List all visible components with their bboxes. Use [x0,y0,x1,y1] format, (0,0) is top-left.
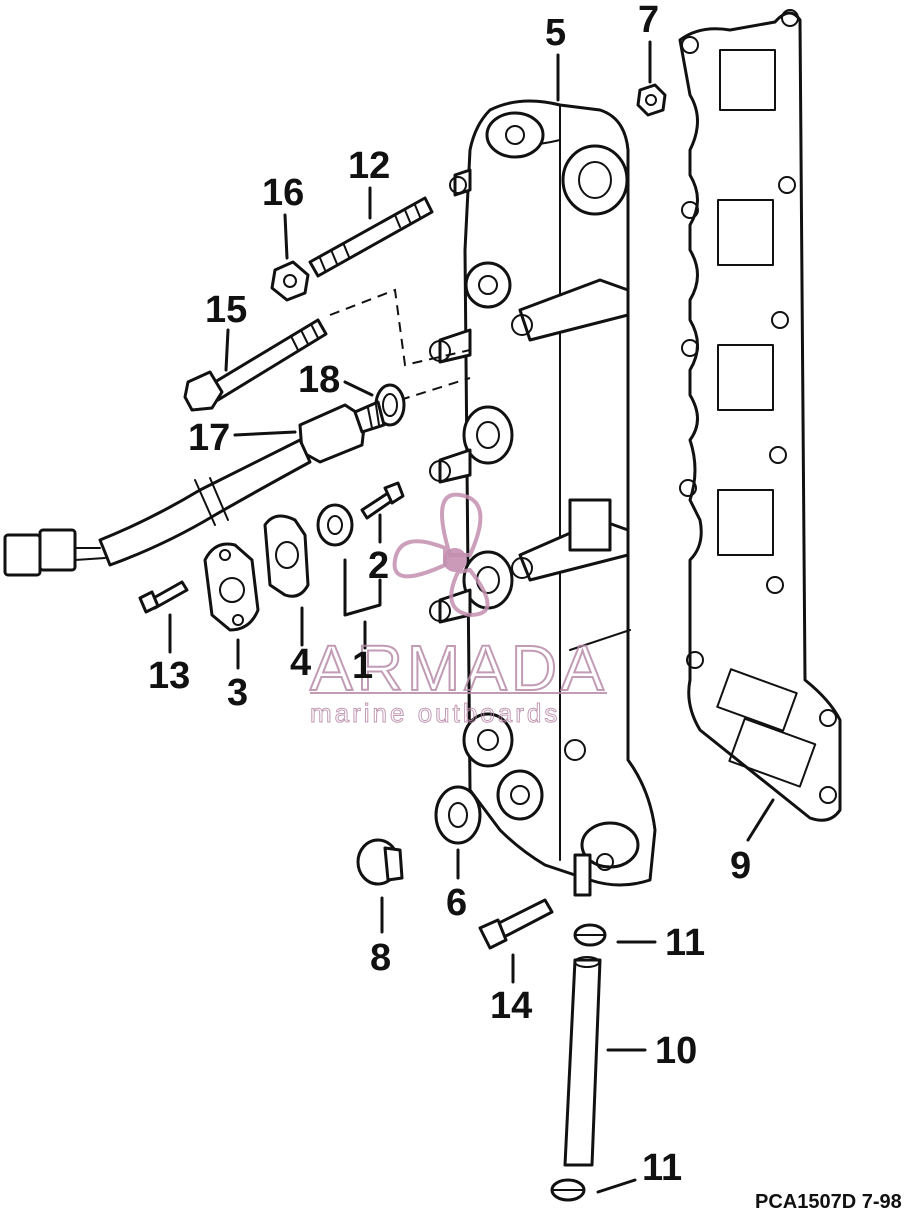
exhaust-manifold-cover [429,99,657,897]
leader-lines [168,40,775,1194]
callout-1: 1 [352,645,373,687]
callout-3: 3 [227,672,248,714]
callout-11-bottom: 11 [642,1147,682,1189]
callout-8: 8 [370,937,391,979]
water-hose [563,956,602,1167]
callout-9: 9 [730,845,751,887]
callout-18: 18 [298,359,340,401]
propeller-hub-icon [443,548,467,572]
callout-12: 12 [348,145,390,187]
small-screw-left [138,580,189,614]
bolt [478,898,554,950]
hose-clamp-bottom [550,1178,586,1202]
callout-11-top: 11 [665,922,705,964]
cover-plate [203,542,260,632]
temperature-sensor [3,400,386,577]
grommet [316,503,354,547]
hose-clamp-top [573,923,607,947]
callout-7: 7 [638,0,659,41]
callout-6: 6 [446,882,467,924]
stud-nut [270,260,310,302]
screw [183,318,328,412]
propeller-logo-icon [392,492,490,618]
callout-10: 10 [655,1030,697,1072]
armada-watermark: ARMADA marine outboards [309,492,607,729]
plug [356,838,404,886]
callout-15: 15 [205,289,247,331]
nut [636,83,667,117]
washer [434,785,482,845]
callout-2: 2 [368,545,389,587]
callout-17: 17 [188,417,230,459]
callout-13: 13 [148,655,190,697]
assembly-dash-lines [329,288,471,401]
callout-labels: 5 7 12 16 15 18 17 2 1 4 3 13 9 6 8 14 1… [148,0,751,1189]
plate-gasket [263,514,310,598]
callout-4: 4 [290,642,311,684]
callout-5: 5 [545,12,566,54]
callout-16: 16 [262,172,304,214]
drawing-reference-code: PCA1507D 7-98 [755,1191,902,1213]
callout-14: 14 [490,985,532,1027]
small-screw [360,481,405,520]
exhaust-cover-gasket [678,9,842,822]
stud [308,196,434,278]
watermark-tagline: marine outboards [310,698,560,728]
